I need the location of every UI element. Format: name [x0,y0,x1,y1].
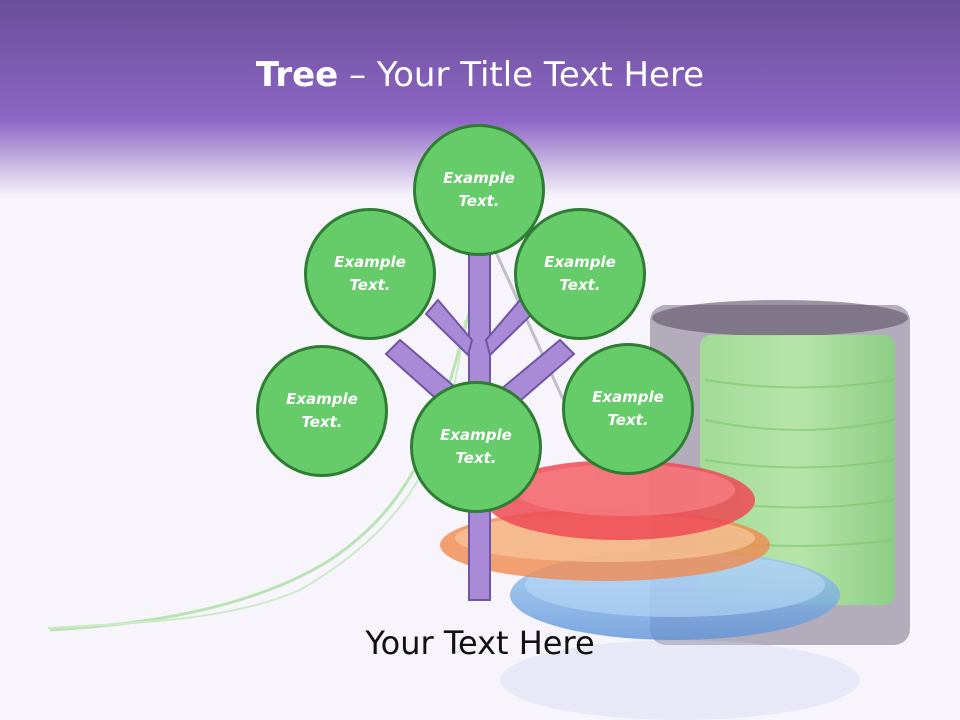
tree-node-upper-left: Example Text. [304,208,436,340]
node-label: Example Text. [592,388,664,429]
tree-node-top: Example Text. [413,124,545,256]
title-rest: – Your Title Text Here [338,55,705,95]
footer-text: Your Text Here [365,624,595,662]
node-label: Example Text. [286,390,358,431]
reflection [500,640,860,720]
node-label: Example Text. [334,253,406,294]
red-button-top [515,464,735,516]
thread-lines [704,379,894,547]
node-label: Example Text. [440,426,512,467]
tree-node-upper-right: Example Text. [514,208,646,340]
spool-top [652,300,908,336]
slide-title: Tree – Your Title Text Here [0,52,960,98]
node-label: Example Text. [544,253,616,294]
tree-node-lower-right: Example Text. [562,343,694,475]
tree-node-center: Example Text. [410,381,542,513]
title-bold: Tree [255,55,339,95]
tree-node-lower-left: Example Text. [256,345,388,477]
branch-upper-left [424,298,474,357]
node-label: Example Text. [443,169,515,210]
